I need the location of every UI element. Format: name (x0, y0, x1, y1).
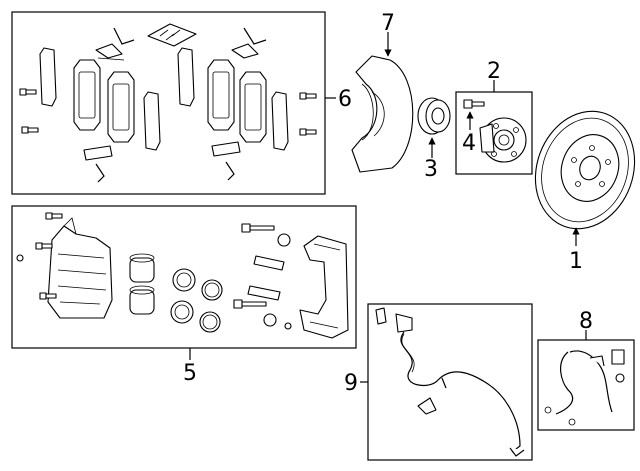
callout-4: 4 (462, 131, 476, 156)
wheel-bearing (417, 97, 451, 135)
pistons (129, 253, 155, 315)
right-pad-group (177, 27, 317, 181)
guide-pins (233, 223, 292, 330)
callout-9: 9 (344, 371, 358, 396)
left-pad-group (19, 27, 161, 183)
rear-sensor-box (537, 339, 635, 431)
callout-7: 7 (381, 11, 395, 36)
caliper-bracket (299, 235, 349, 339)
callout-6: 6 (338, 87, 352, 112)
callout-5: 5 (183, 361, 197, 386)
brake-rotor (534, 110, 636, 230)
callout-8: 8 (579, 309, 593, 334)
piston-seals (170, 268, 223, 333)
pad-kit-box (11, 11, 326, 195)
front-sensor-box (367, 303, 533, 461)
callout-2: 2 (487, 59, 501, 84)
caliper-kit-box (11, 205, 357, 349)
callout-3: 3 (424, 157, 438, 182)
dust-shield (351, 55, 414, 173)
caliper-body (47, 217, 113, 319)
hardware-note-card (147, 23, 197, 47)
hub-bolt (463, 99, 485, 109)
callout-1: 1 (569, 249, 583, 274)
